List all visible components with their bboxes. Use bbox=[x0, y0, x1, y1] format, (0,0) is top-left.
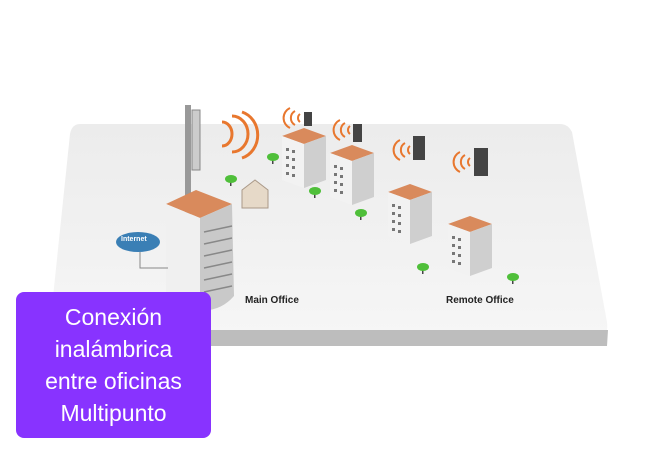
remote-office-label: Remote Office bbox=[446, 295, 514, 306]
caption-line: inalámbrica bbox=[54, 336, 173, 362]
signal-waves bbox=[221, 107, 471, 173]
caption-line: entre oficinas bbox=[45, 368, 182, 394]
caption-box: Conexión inalámbrica entre oficinas Mult… bbox=[16, 292, 211, 438]
remote-buildings bbox=[282, 112, 492, 276]
house bbox=[241, 179, 269, 209]
caption-line: Multipunto bbox=[60, 400, 167, 426]
internet-cloud bbox=[116, 232, 168, 269]
main-office-label: Main Office bbox=[245, 295, 299, 306]
caption-line: Conexión bbox=[64, 304, 163, 330]
main-office-building bbox=[166, 105, 234, 311]
internet-label: Internet bbox=[121, 236, 147, 243]
